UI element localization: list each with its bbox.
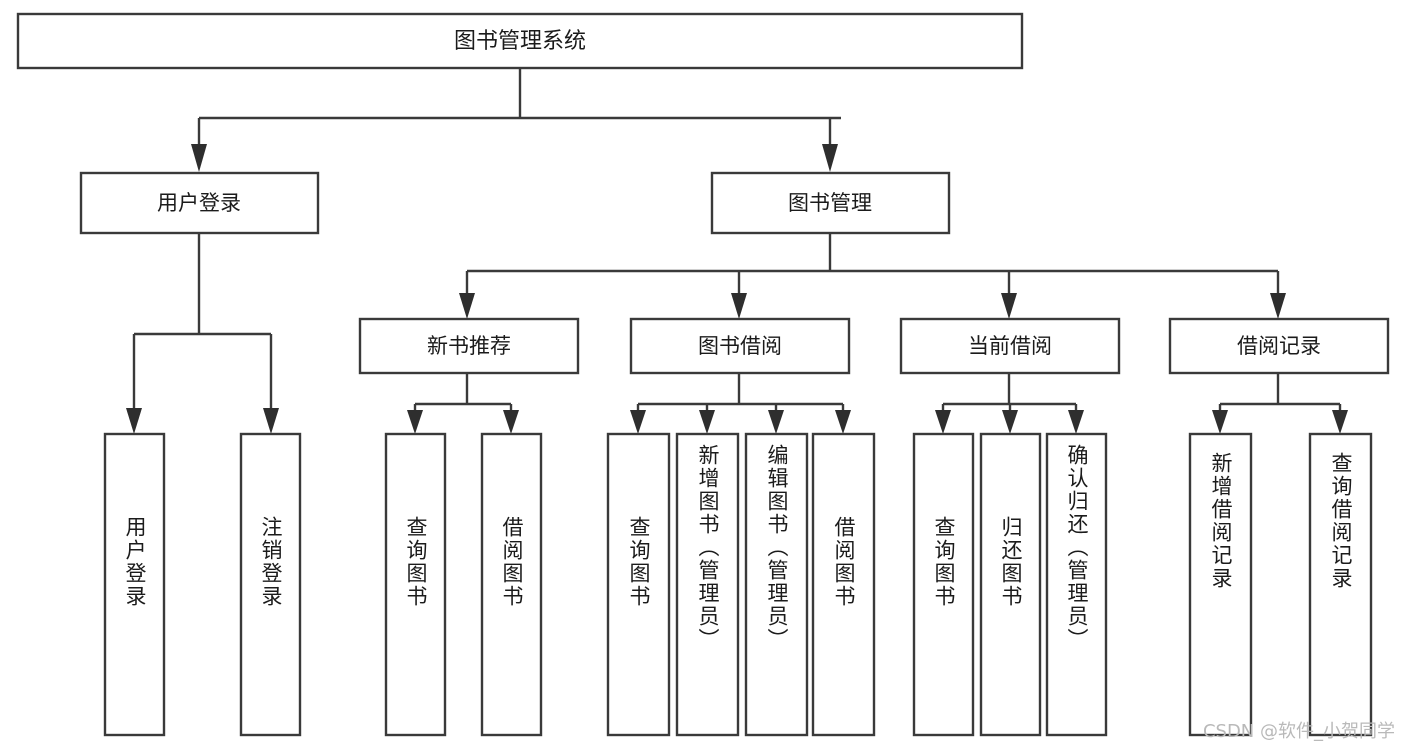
connector-newbook-to-leaves	[407, 373, 519, 434]
node-user-login-label: 用户登录	[157, 191, 241, 215]
connector-bookborrow-to-leaves	[630, 373, 851, 434]
leaf-boxes	[103, 432, 1373, 737]
node-current-borrow-label: 当前借阅	[968, 334, 1052, 358]
node-new-book-recommend[interactable]: 新书推荐	[358, 317, 580, 375]
node-user-login[interactable]: 用户登录	[79, 171, 320, 235]
node-current-borrow-box[interactable]	[899, 317, 1121, 375]
arrow-head-nb-1	[407, 410, 423, 434]
leaf-box-bb-add-book[interactable]	[675, 432, 740, 737]
leaf-box-cb-query-book[interactable]	[912, 432, 975, 737]
connector-bookmanage-to-level3	[459, 233, 1286, 319]
leaf-box-user-login[interactable]	[103, 432, 166, 737]
connector-userlogin-to-leaves	[126, 233, 279, 434]
node-new-book-recommend-box[interactable]	[358, 317, 580, 375]
leaf-box-br-query-record[interactable]	[1308, 432, 1373, 737]
connector-borrowrecord-to-leaves	[1212, 373, 1348, 434]
node-root-box[interactable]	[16, 12, 1024, 70]
arrow-head-book-manage	[822, 144, 838, 172]
leaf-box-nb-borrow-book[interactable]	[480, 432, 543, 737]
node-borrow-record-label: 借阅记录	[1237, 334, 1321, 358]
arrow-head-bb-2	[699, 410, 715, 434]
leaf-box-br-add-record[interactable]	[1188, 432, 1253, 737]
leaf-box-nb-query-book[interactable]	[384, 432, 447, 737]
leaf-box-cb-confirm-return[interactable]	[1045, 432, 1108, 737]
arrow-head-leaf-logout	[263, 408, 279, 434]
leaf-box-bb-edit-book[interactable]	[744, 432, 809, 737]
node-book-borrow[interactable]: 图书借阅	[629, 317, 851, 375]
leaf-box-bb-borrow-book[interactable]	[811, 432, 876, 737]
arrow-head-nb-2	[503, 410, 519, 434]
arrow-head-br-1	[1212, 410, 1228, 434]
node-current-borrow[interactable]: 当前借阅	[899, 317, 1121, 375]
arrow-head-bb-4	[835, 410, 851, 434]
arrow-head-borrow-record	[1270, 293, 1286, 319]
arrow-head-user-login	[191, 144, 207, 172]
arrow-head-current-borrow	[1001, 293, 1017, 319]
node-borrow-record-box[interactable]	[1168, 317, 1390, 375]
connector-currentborrow-to-leaves	[935, 373, 1084, 434]
arrow-head-cb-2	[1002, 410, 1018, 434]
node-book-manage-label: 图书管理	[788, 191, 872, 215]
arrow-head-leaf-user-login	[126, 408, 142, 434]
leaf-box-cb-return-book[interactable]	[979, 432, 1042, 737]
connector-root-to-level2	[191, 68, 841, 172]
leaf-box-bb-query-book[interactable]	[606, 432, 671, 737]
node-new-book-recommend-label: 新书推荐	[427, 334, 511, 358]
node-book-manage-box[interactable]	[710, 171, 951, 235]
node-book-borrow-box[interactable]	[629, 317, 851, 375]
arrow-head-bb-3	[768, 410, 784, 434]
node-book-borrow-label: 图书借阅	[698, 334, 782, 358]
arrow-head-book-borrow	[731, 293, 747, 319]
arrow-head-cb-3	[1068, 410, 1084, 434]
node-borrow-record[interactable]: 借阅记录	[1168, 317, 1390, 375]
arrow-head-new-book	[459, 293, 475, 319]
arrow-head-cb-1	[935, 410, 951, 434]
arrow-head-bb-1	[630, 410, 646, 434]
node-root-label: 图书管理系统	[454, 29, 586, 54]
node-root[interactable]: 图书管理系统	[16, 12, 1024, 70]
node-user-login-box[interactable]	[79, 171, 320, 235]
arrow-head-br-2	[1332, 410, 1348, 434]
node-book-manage[interactable]: 图书管理	[710, 171, 951, 235]
leaf-box-logout[interactable]	[239, 432, 302, 737]
